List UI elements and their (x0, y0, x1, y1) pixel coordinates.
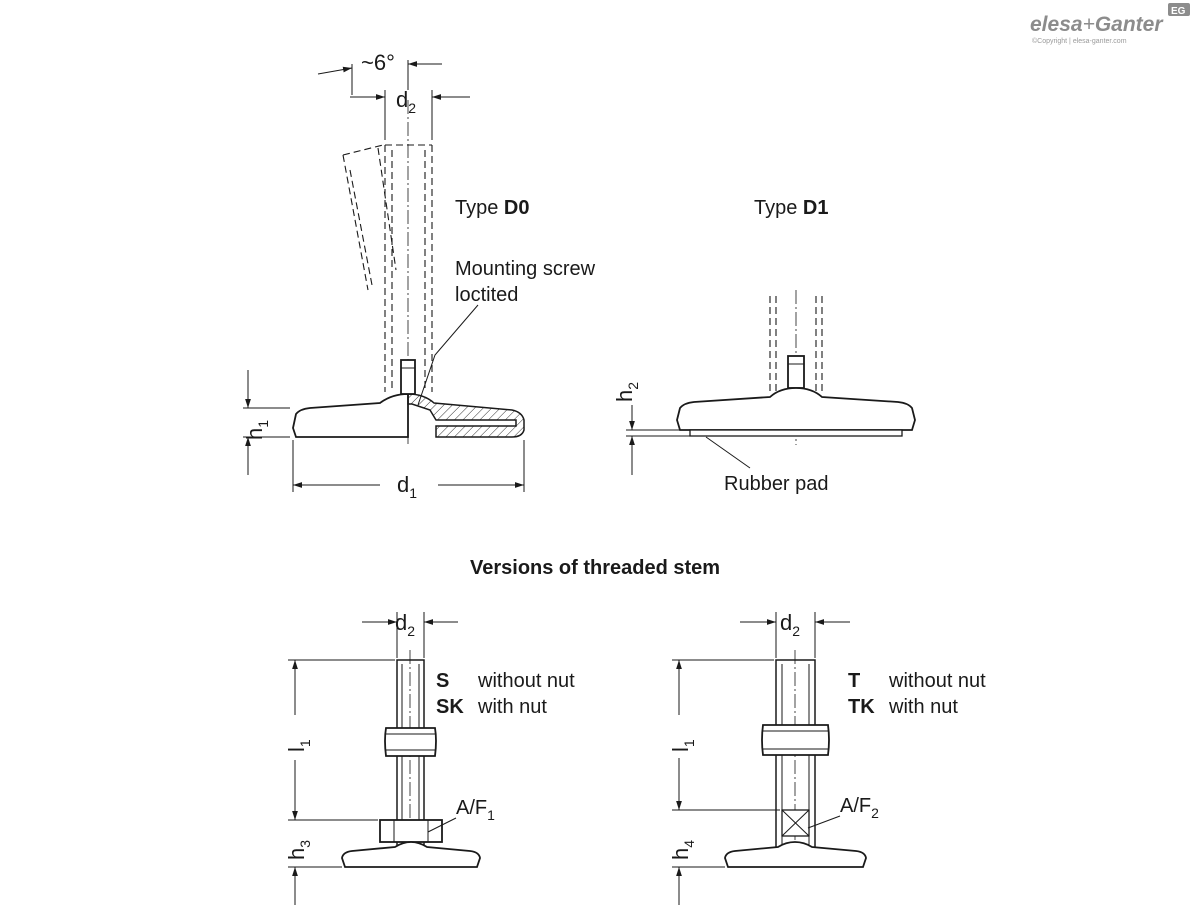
d0-callout-leader (417, 304, 479, 406)
logo-badge: EG (1171, 6, 1186, 17)
t-af-leader (807, 815, 841, 829)
s-d2-label: d2 (395, 610, 415, 639)
t-l1-label: l1 (668, 739, 697, 752)
d0-tilted-stem-right (377, 147, 397, 271)
stem-t-drawing: d2 l1 h4 A/F2 T without nut TK with nut (668, 610, 986, 905)
d1-base (676, 387, 916, 431)
s-desc1: without nut (477, 670, 575, 692)
d0-tilted-stem-left (342, 154, 369, 291)
t-base (724, 841, 867, 868)
type-d1-drawing: Type D1 h2 Rubber pad (612, 197, 916, 495)
logo-brand-left: elesa (1030, 13, 1083, 36)
s-hex-collar (379, 819, 443, 843)
t-h4-label: h4 (668, 840, 697, 860)
d0-base-section (407, 393, 525, 438)
s-h3-label: h3 (284, 840, 313, 860)
versions-title: Versions of threaded stem (470, 557, 720, 579)
d0-d1-label: d1 (397, 472, 417, 501)
d1-rubber-pad (689, 429, 903, 437)
s-l1-label: l1 (284, 739, 313, 752)
t-code1: T (848, 670, 860, 692)
logo-badge-icon (1168, 3, 1190, 16)
type-d1-label: Type D1 (754, 197, 829, 219)
t-desc1: without nut (888, 670, 986, 692)
s-af-label: A/F1 (456, 797, 495, 823)
type-d0-drawing: ~6° d2 h1 d1 Mounting screw loctited Typ… (242, 50, 596, 501)
rubber-pad-leader (705, 436, 751, 469)
logo-brand-right: Ganter (1095, 13, 1165, 36)
s-base (341, 841, 481, 868)
s-code2: SK (436, 696, 464, 718)
t-desc2: with nut (888, 696, 958, 718)
s-code1: S (436, 670, 449, 692)
logo-brand-plus: + (1083, 13, 1095, 36)
d0-base-solid (292, 393, 409, 438)
d0-h1-label: h1 (242, 420, 271, 440)
svg-text:elesa+Ganter: elesa+Ganter (1030, 13, 1164, 36)
d0-tilted-thread (349, 169, 373, 286)
stem-s-drawing: d2 l1 h3 A/F1 S without nut SK with nut (284, 610, 575, 905)
d0-d2-label: d2 (396, 87, 416, 116)
d0-tilted-stem-top (342, 144, 384, 156)
rubber-pad-label: Rubber pad (724, 473, 829, 495)
s-hex-nut (384, 727, 437, 757)
d1-mounting-screw (787, 355, 805, 389)
angle-label: ~6° (361, 50, 395, 75)
logo-copyright: ©Copyright | elesa-ganter.com (1032, 37, 1127, 45)
t-code2: TK (848, 696, 875, 718)
t-d2-label: d2 (780, 610, 800, 639)
d1-h2-label: h2 (612, 382, 641, 402)
d0-callout-line2: loctited (455, 284, 518, 306)
t-af-label: A/F2 (840, 795, 879, 821)
angle-arrow-left (317, 66, 353, 75)
s-af-leader (427, 817, 457, 833)
d0-mounting-screw (400, 359, 416, 395)
type-d0-label: Type D0 (455, 197, 530, 219)
elesa-ganter-logo: elesa+Ganter EG ©Copyright | elesa-gante… (1030, 3, 1190, 45)
s-desc2: with nut (477, 696, 547, 718)
d0-callout-line1: Mounting screw (455, 258, 596, 280)
t-hex-nut (761, 724, 830, 756)
